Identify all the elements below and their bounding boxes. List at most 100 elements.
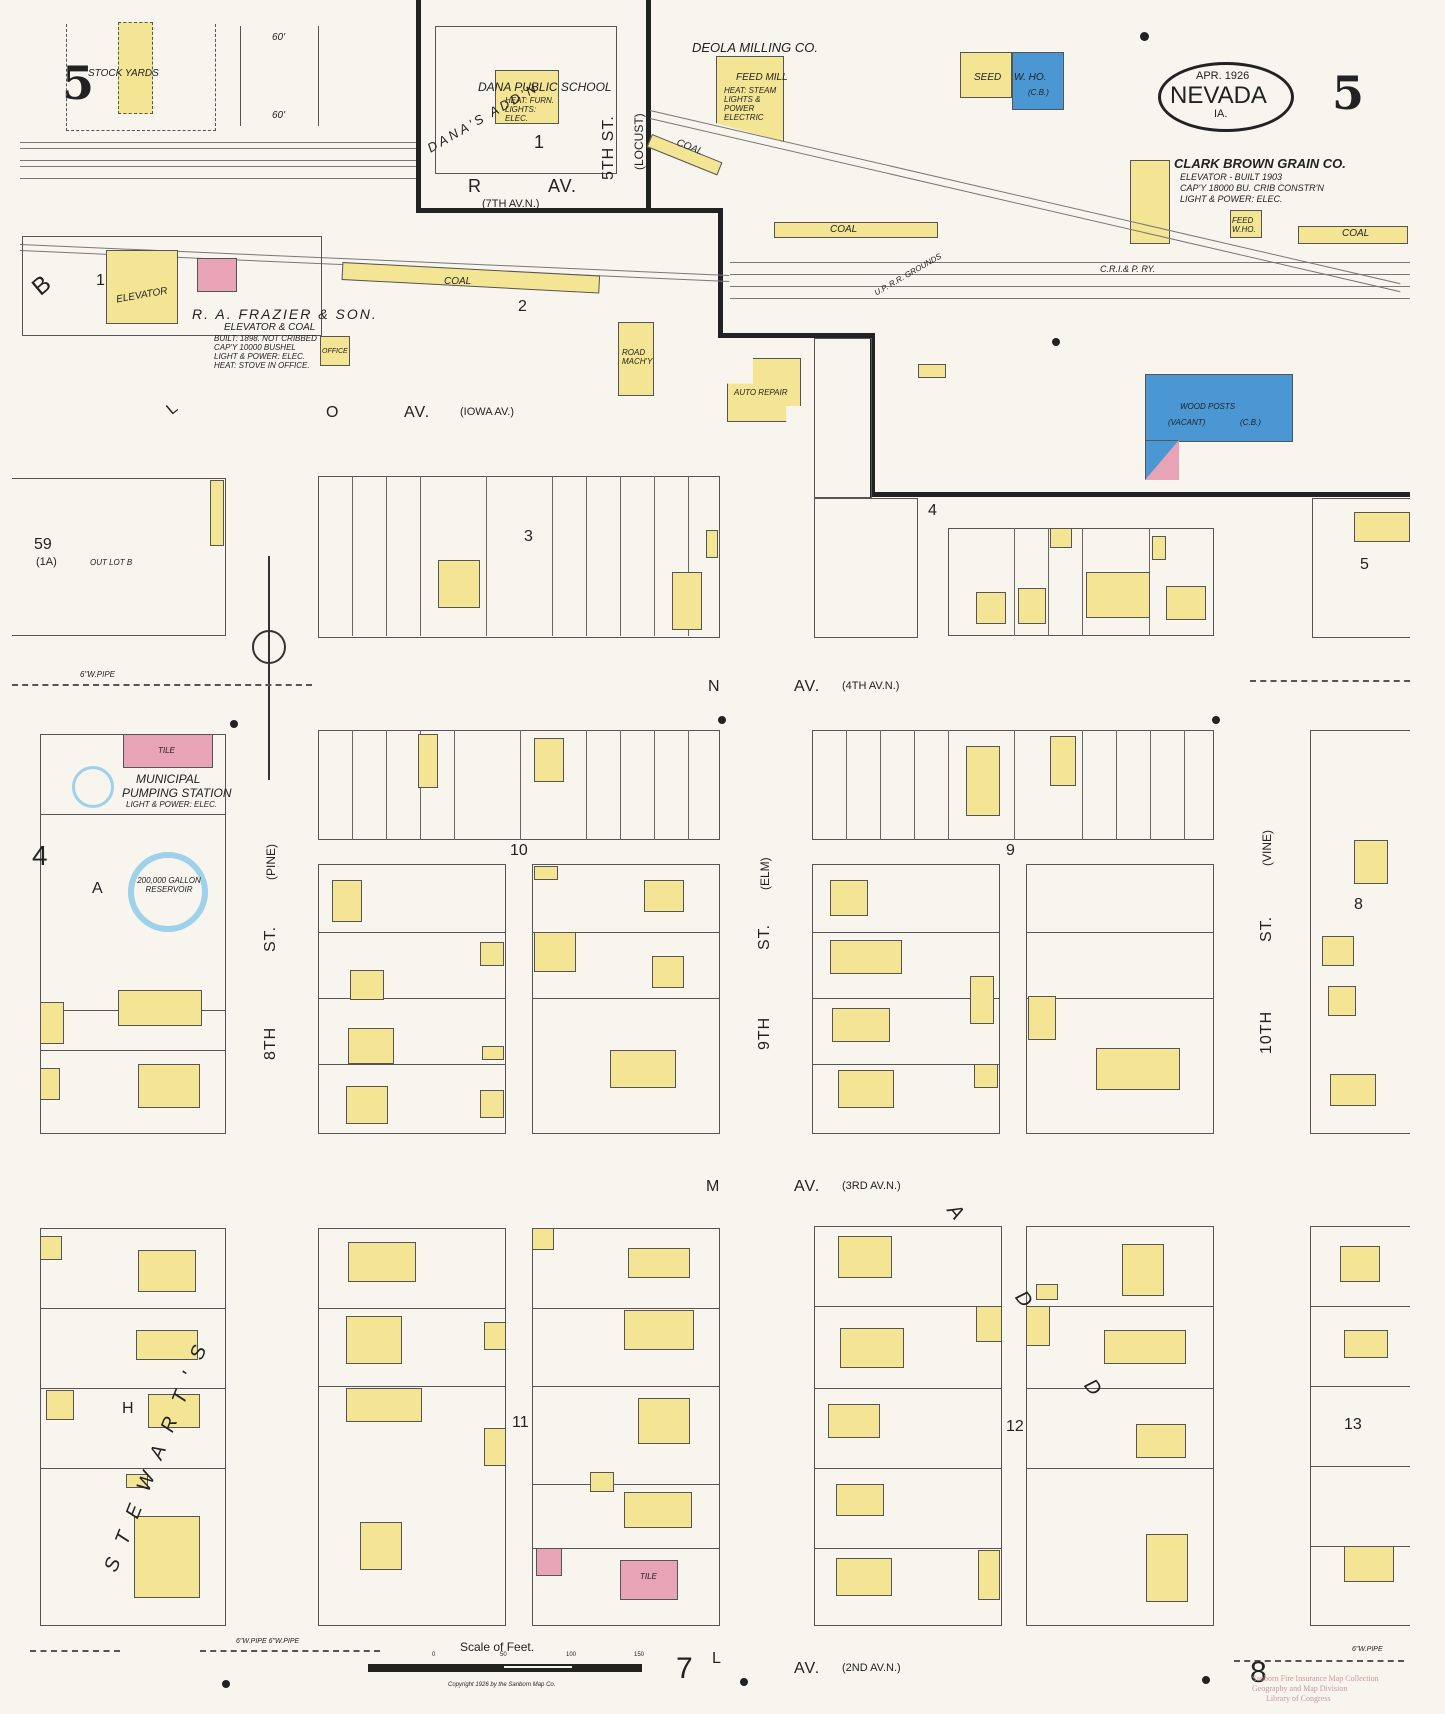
block-number-13: 13 xyxy=(1344,1416,1362,1433)
water-pipe xyxy=(200,1650,380,1652)
boundary-line xyxy=(870,333,875,497)
block-4-lots xyxy=(814,498,918,638)
dwelling xyxy=(624,1492,692,1528)
auto-garage xyxy=(976,1306,1002,1342)
block-12-east xyxy=(1026,1226,1214,1626)
dwelling xyxy=(1122,1244,1164,1296)
dwelling xyxy=(1146,1534,1188,1602)
dwelling xyxy=(1018,588,1046,624)
lot-line xyxy=(352,476,353,636)
block-4 xyxy=(948,528,1214,636)
lot-line xyxy=(620,730,621,840)
dwelling xyxy=(534,738,564,782)
coal-shed-upper xyxy=(774,222,938,238)
auto-garage-tile xyxy=(536,1548,562,1576)
dana-school-label: DANA PUBLIC SCHOOL xyxy=(478,80,612,94)
lot-line xyxy=(1026,932,1214,933)
block-number-10: 10 xyxy=(510,842,528,859)
lot-line xyxy=(532,1308,720,1309)
street-8th-suffix: ST. xyxy=(262,925,279,952)
street-l-av-suffix: AV. xyxy=(794,1660,821,1677)
dwelling xyxy=(840,1328,904,1368)
dwelling xyxy=(652,956,684,988)
scale-tick-0: 0 xyxy=(432,1652,436,1658)
auto-garage xyxy=(534,866,558,880)
lot-line xyxy=(654,476,655,636)
block-9-west xyxy=(812,864,1000,1134)
tile-label: TILE xyxy=(640,1572,657,1581)
street-5th-st: 5TH ST. xyxy=(600,115,617,180)
auto-garage xyxy=(482,1046,504,1060)
water-pipe-label-bottom-mid: 6"W.PIPE 6"W.PIPE xyxy=(236,1638,300,1645)
railroad-track xyxy=(730,274,1410,275)
auto-garage xyxy=(40,1002,64,1044)
lot-line xyxy=(1184,730,1185,840)
railroad-track xyxy=(20,160,420,161)
dwelling xyxy=(346,1086,388,1124)
lot-line xyxy=(318,1308,506,1309)
frazier-office-label: OFFICE xyxy=(322,348,348,355)
clark-brown-line3: LIGHT & POWER: ELEC. xyxy=(1180,194,1283,204)
block-5 xyxy=(1312,498,1410,638)
frazier-line2: CAP'Y 10000 BUSHEL xyxy=(214,343,296,352)
dwelling xyxy=(348,1028,394,1064)
block-number-8: 8 xyxy=(1354,896,1363,913)
lot-line xyxy=(586,476,587,636)
dwelling xyxy=(138,1064,200,1108)
street-9th-alt: (ELM) xyxy=(758,857,772,890)
wood-posts-vacant: (VACANT) xyxy=(1168,418,1206,427)
block-3-dana xyxy=(435,26,617,174)
lot-line xyxy=(812,932,1000,933)
letter-h: H xyxy=(122,1400,135,1417)
block-13 xyxy=(1310,1226,1410,1626)
street-n-av-alt: (4TH AV.N.) xyxy=(842,680,900,692)
street-9th-suffix: ST. xyxy=(756,923,773,950)
street-8th: 8TH xyxy=(262,1026,279,1060)
dwelling xyxy=(346,1388,422,1422)
block-8 xyxy=(1310,730,1410,1134)
clark-brown-coal-label: COAL xyxy=(1342,228,1370,239)
lot-line xyxy=(948,730,949,840)
lot-line xyxy=(586,730,587,840)
lot-line xyxy=(688,476,689,636)
block-10-upper xyxy=(318,730,720,840)
pumping-station-note: LIGHT & POWER: ELEC. xyxy=(126,800,218,809)
auto-garage xyxy=(1026,1306,1050,1346)
clark-brown-feed-warehouse xyxy=(1230,210,1262,238)
auto-garage xyxy=(480,942,504,966)
boundary-line xyxy=(718,208,723,336)
auto-garage xyxy=(1050,528,1072,548)
lot-line xyxy=(454,730,455,840)
dwelling xyxy=(966,746,1000,816)
dwelling xyxy=(1096,1048,1180,1090)
railroad-track xyxy=(649,110,1401,285)
deola-milling-label: DEOLA MILLING CO. xyxy=(692,40,818,55)
dwelling xyxy=(1104,1330,1186,1364)
auto-garage xyxy=(590,1472,614,1492)
a-addition-letter: A xyxy=(92,880,104,897)
frazier-office xyxy=(320,336,350,366)
railroad-track xyxy=(730,286,1410,287)
clark-brown-line2: CAP'Y 18000 BU. CRIB CONSTR'N xyxy=(1180,183,1324,193)
railroad-crip-label: C.R.I.& P. RY. xyxy=(1100,264,1156,274)
lot-line xyxy=(386,476,387,636)
dwelling xyxy=(118,990,202,1026)
boundary-line xyxy=(416,0,421,212)
lot-line xyxy=(814,1388,1002,1389)
auto-garage xyxy=(1152,536,1166,560)
street-r-av-alt: (7TH AV.N.) xyxy=(482,198,540,210)
dwelling xyxy=(1328,986,1356,1016)
scale-bar-inner xyxy=(504,1666,572,1668)
dwelling xyxy=(830,940,902,974)
stock-yards-label: STOCK YARDS xyxy=(88,68,159,79)
deola-feed-mill-note: HEAT: STEAM LIGHTS & POWER ELECTRIC xyxy=(724,86,777,122)
dwelling xyxy=(830,880,868,916)
lot-line xyxy=(552,476,553,636)
lot-line xyxy=(1082,730,1083,840)
hydrant-icon xyxy=(1052,338,1060,346)
frazier-shed xyxy=(197,258,237,292)
dwelling xyxy=(1166,586,1206,620)
boundary-line xyxy=(646,0,651,212)
lot-line xyxy=(318,932,506,933)
title-date: APR. 1926 xyxy=(1196,70,1250,82)
